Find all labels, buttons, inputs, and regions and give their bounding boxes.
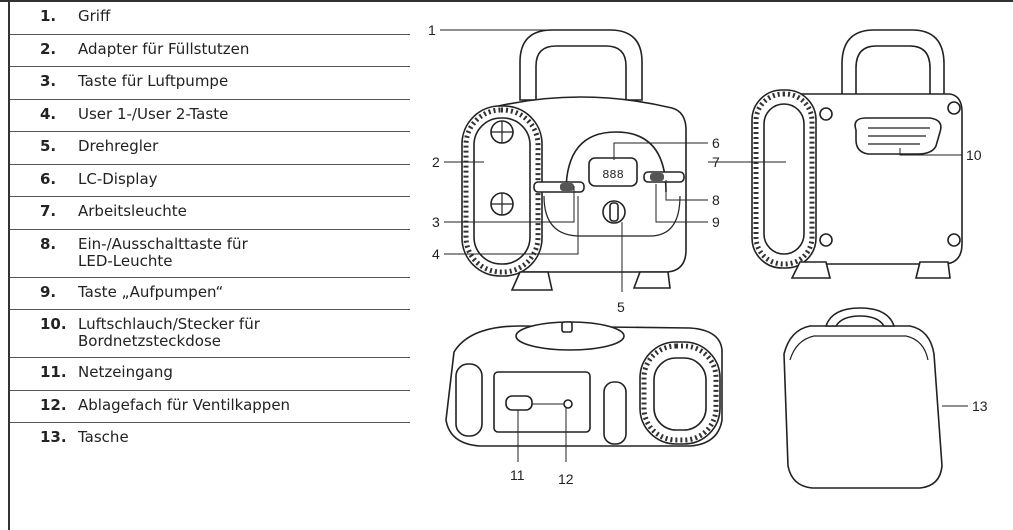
carry-bag [783, 307, 943, 489]
parts-legend: 1. Griff 2. Adapter für Füllstutzen 3. Tast… [10, 2, 410, 456]
legend-label: Griff [78, 7, 111, 25]
legend-item: 4. User 1-/User 2-Taste [10, 100, 410, 132]
lc-display-readout: 888 [602, 168, 624, 182]
legend-item: 10. Luftschlauch/Stecker für Bordnetzstec… [10, 310, 410, 358]
legend-label: Netzeingang [78, 363, 173, 381]
legend-number: 8. [40, 234, 57, 253]
legend-number: 1. [40, 7, 57, 25]
callout-6: 6 [712, 135, 720, 151]
legend-label: Ein-/Ausschalttaste für LED-Leuchte [78, 234, 248, 270]
legend-label: Luftschlauch/Stecker für Bordnetzsteckdo… [78, 315, 260, 350]
legend-label: Taste für Luftpumpe [78, 72, 229, 90]
legend-item: 2. Adapter für Füllstutzen [10, 35, 410, 67]
callout-12: 12 [558, 471, 574, 487]
compressor-back-view [751, 29, 963, 279]
legend-item: 1. Griff [10, 2, 410, 35]
legend-item: 7. Arbeitsleuchte [10, 197, 410, 230]
legend-item: 5. Drehregler [10, 132, 410, 165]
callout-3: 3 [432, 214, 440, 230]
legend-item: 6. LC-Display [10, 165, 410, 197]
frame-left-border [8, 2, 10, 530]
legend-label: Taste „Aufpumpen“ [78, 282, 224, 301]
compressor-bottom-view [445, 321, 723, 447]
callout-13: 13 [972, 398, 988, 414]
legend-number: 13. [40, 428, 67, 446]
legend-number: 10. [40, 315, 67, 333]
compressor-front-view: 888 [461, 29, 687, 291]
legend-label: Arbeitsleuchte [78, 202, 187, 220]
legend-item: 9. Taste „Aufpumpen“ [10, 278, 410, 310]
callout-10: 10 [966, 147, 982, 163]
legend-label: Adapter für Füllstutzen [78, 39, 250, 58]
legend-item: 11. Netzeingang [10, 358, 410, 391]
legend-number: 6. [40, 169, 57, 188]
legend-item: 12. Ablagefach für Ventilkappen [10, 391, 410, 423]
legend-label: User 1-/User 2-Taste [78, 104, 229, 123]
callout-9: 9 [712, 214, 720, 230]
legend-number: 12. [40, 395, 67, 414]
legend-item: 13. Tasche [10, 423, 410, 456]
legend-number: 4. [40, 104, 57, 123]
callout-2: 2 [432, 154, 440, 170]
legend-label: Ablagefach für Ventilkappen [78, 395, 291, 414]
product-diagram: 888 [428, 22, 988, 489]
callout-7: 7 [712, 154, 720, 170]
callout-11: 11 [510, 467, 525, 483]
legend-label: Tasche [78, 428, 129, 446]
legend-number: 9. [40, 282, 57, 301]
callout-5: 5 [617, 299, 625, 315]
legend-item: 8. Ein-/Ausschalttaste für LED-Leuchte [10, 230, 410, 278]
callout-numbers: 1 2 3 4 5 6 7 8 9 10 11 12 13 [428, 22, 988, 487]
legend-number: 2. [40, 39, 57, 58]
legend-label: LC-Display [78, 169, 158, 188]
legend-item: 3. Taste für Luftpumpe [10, 67, 410, 100]
callout-1: 1 [428, 22, 436, 38]
legend-number: 11. [40, 363, 67, 381]
callout-8: 8 [712, 192, 720, 208]
legend-number: 3. [40, 72, 57, 90]
legend-label: Drehregler [78, 137, 159, 155]
frame-top-border [0, 0, 1013, 2]
legend-number: 5. [40, 137, 57, 155]
callout-4: 4 [432, 246, 440, 262]
callout-lines [440, 29, 968, 462]
legend-number: 7. [40, 202, 57, 220]
